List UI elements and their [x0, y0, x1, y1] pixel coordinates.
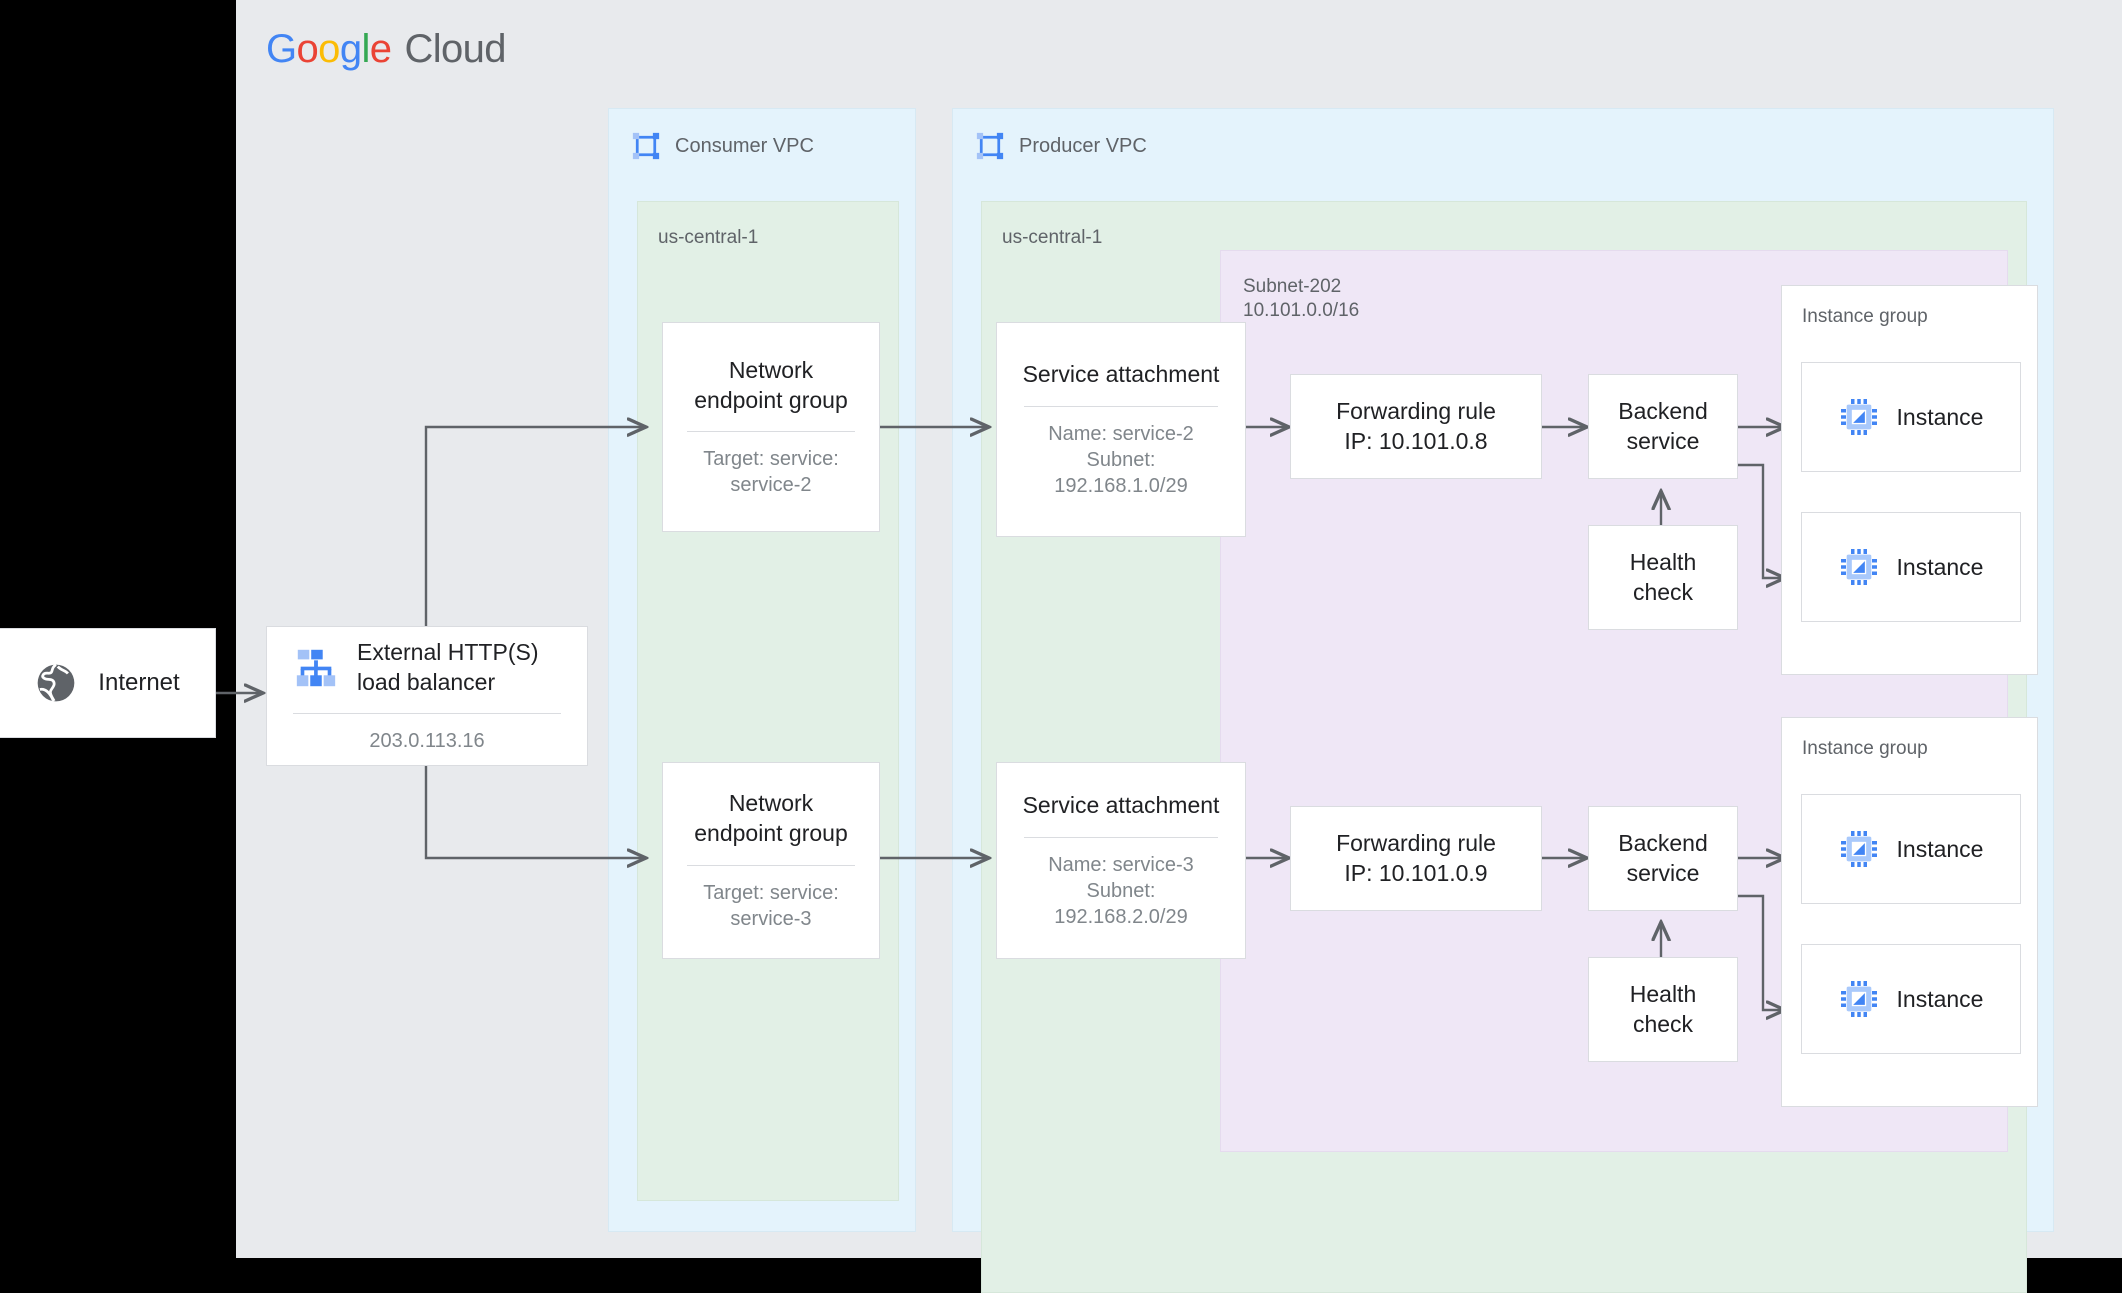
logo-letter-l: l: [361, 26, 370, 71]
vm-instance-icon: [1839, 397, 1879, 437]
vpc-icon: [631, 131, 661, 161]
neg-title: Network endpoint group: [694, 790, 848, 846]
instance-group-label: Instance group: [1802, 306, 1928, 327]
load-balancer-title: External HTTP(S) load balancer: [357, 638, 539, 695]
backend-service-node-1[interactable]: Backend service: [1588, 374, 1738, 479]
producer-vpc-header: Producer VPC: [975, 131, 1147, 161]
forwarding-rule-node-1[interactable]: Forwarding rule IP: 10.101.0.8: [1290, 374, 1542, 479]
forwarding-rule-text: Forwarding rule IP: 10.101.0.8: [1336, 397, 1496, 454]
instance-group-1: Instance group: [1781, 285, 2038, 675]
consumer-region-label: us-central-1: [658, 227, 759, 248]
forwarding-rule-text: Forwarding rule IP: 10.101.0.9: [1336, 829, 1496, 886]
health-check-node-1[interactable]: Health check: [1588, 525, 1738, 630]
forwarding-rule-node-2[interactable]: Forwarding rule IP: 10.101.0.9: [1290, 806, 1542, 911]
logo-letter-e: e: [369, 26, 392, 71]
external-http-load-balancer-node[interactable]: External HTTP(S) load balancer 203.0.113…: [266, 626, 588, 766]
consumer-vpc-label: Consumer VPC: [675, 134, 814, 157]
neg-target: Target: service: service-3: [703, 881, 839, 930]
logo-letter-o1: o: [296, 26, 319, 71]
vm-instance-icon: [1839, 829, 1879, 869]
vpc-icon: [975, 131, 1005, 161]
network-endpoint-group-node-2[interactable]: Network endpoint group Target: service: …: [662, 762, 880, 959]
instance-node-2b[interactable]: Instance: [1801, 944, 2021, 1054]
network-endpoint-group-node-1[interactable]: Network endpoint group Target: service: …: [662, 322, 880, 532]
health-check-text: Health check: [1629, 980, 1697, 1037]
divider: [293, 713, 561, 715]
producer-region-label: us-central-1: [1002, 227, 1103, 248]
internet-node[interactable]: Internet: [0, 628, 216, 738]
vm-instance-icon: [1839, 979, 1879, 1019]
instance-group-2: Instance group: [1781, 717, 2038, 1107]
instance-label: Instance: [1896, 553, 1984, 580]
divider: [686, 431, 856, 433]
load-balancer-icon: [293, 645, 339, 691]
instance-label: Instance: [1896, 985, 1984, 1012]
backend-service-text: Backend service: [1618, 829, 1708, 886]
instance-group-label: Instance group: [1802, 738, 1928, 759]
instance-label: Instance: [1896, 835, 1984, 862]
backend-service-node-2[interactable]: Backend service: [1588, 806, 1738, 911]
health-check-text: Health check: [1629, 548, 1697, 605]
service-attachment-title: Service attachment: [1022, 361, 1220, 388]
divider: [1024, 836, 1218, 838]
service-attachment-details: Name: service-2 Subnet: 192.168.1.0/29: [1048, 422, 1194, 497]
service-attachment-details: Name: service-3 Subnet: 192.168.2.0/29: [1048, 853, 1194, 928]
health-check-node-2[interactable]: Health check: [1588, 957, 1738, 1062]
service-attachment-title: Service attachment: [1022, 792, 1220, 819]
logo-letter-g: g: [339, 26, 362, 71]
neg-target: Target: service: service-2: [703, 448, 839, 497]
neg-title: Network endpoint group: [694, 356, 848, 413]
logo-letter-o2: o: [318, 26, 340, 71]
logo-letter-G: G: [266, 26, 297, 71]
instance-node-2a[interactable]: Instance: [1801, 794, 2021, 904]
service-attachment-node-2[interactable]: Service attachment Name: service-3 Subne…: [996, 762, 1246, 959]
logo-word-cloud: Cloud: [404, 26, 506, 71]
internet-label: Internet: [98, 669, 180, 696]
instance-label: Instance: [1896, 403, 1984, 430]
producer-vpc-label: Producer VPC: [1019, 134, 1147, 157]
vm-instance-icon: [1839, 547, 1879, 587]
globe-icon: [34, 661, 78, 705]
subnet-label: Subnet-202 10.101.0.0/16: [1243, 276, 1360, 322]
consumer-vpc-panel: Consumer VPC us-central-1: [608, 108, 916, 1232]
divider: [686, 864, 856, 866]
backend-service-text: Backend service: [1618, 397, 1708, 454]
divider: [1024, 405, 1218, 407]
service-attachment-node-1[interactable]: Service attachment Name: service-2 Subne…: [996, 322, 1246, 537]
instance-node-1b[interactable]: Instance: [1801, 512, 2021, 622]
consumer-vpc-header: Consumer VPC: [631, 131, 814, 161]
load-balancer-ip: 203.0.113.16: [369, 730, 485, 753]
instance-node-1a[interactable]: Instance: [1801, 362, 2021, 472]
